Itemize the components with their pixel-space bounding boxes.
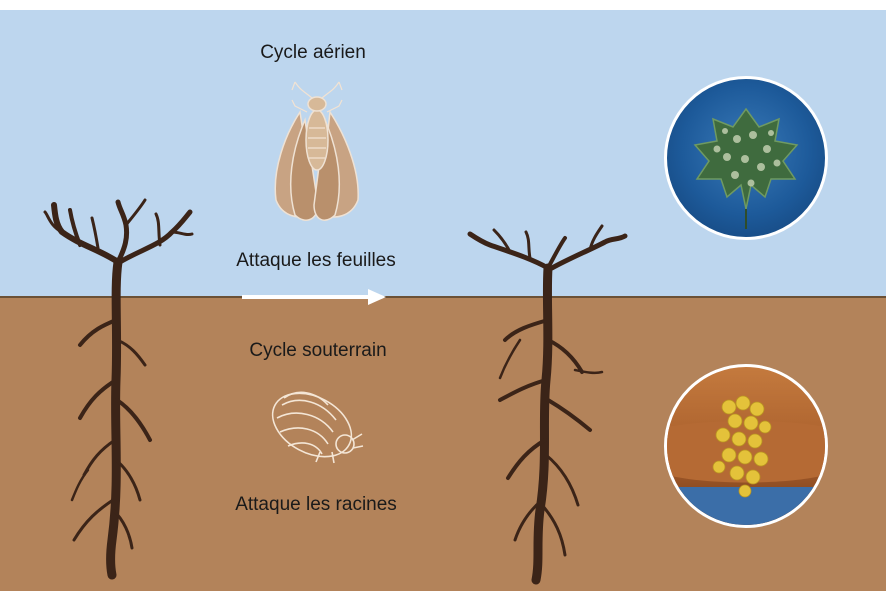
root-nodule-photo [664, 364, 828, 528]
infested-leaf-photo [664, 76, 828, 240]
